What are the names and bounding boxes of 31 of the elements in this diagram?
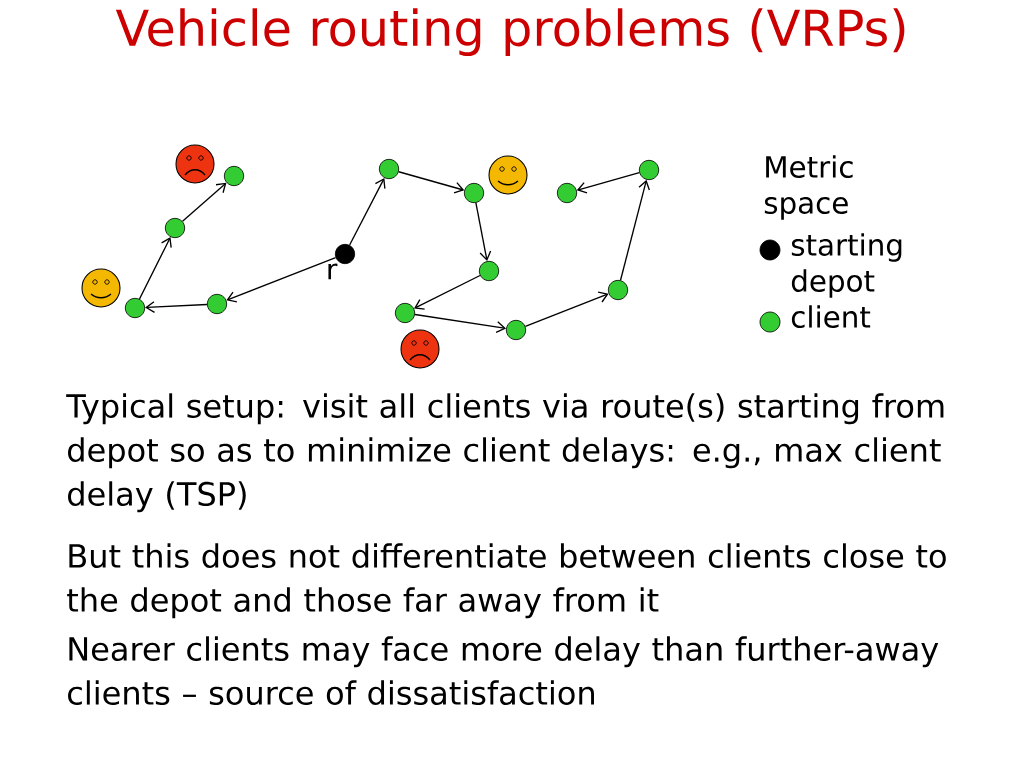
client-dot: [223, 165, 245, 187]
arrow: [524, 291, 609, 327]
arrow: [414, 274, 481, 310]
client-dot: [378, 158, 400, 180]
arrow: [181, 182, 227, 222]
arrow: [619, 179, 650, 281]
arrow: [414, 313, 507, 334]
paragraph: But this does not differentiate between clients close to the depot and those far away from it: [67, 543, 946, 619]
client-dot: [394, 302, 416, 324]
client-dot: [505, 319, 527, 341]
arrow: [576, 172, 640, 194]
arrow: [226, 257, 337, 303]
legend-label: client: [791, 305, 871, 328]
client-dot: [463, 182, 485, 204]
client-dot: [638, 159, 660, 181]
arrow: [138, 237, 172, 300]
paragraph: Typical setup: visit all clients via route(s) starting from depot so as to minimize client delays: e.g., max client delay (TSP): [66, 393, 944, 513]
client-dot: [556, 182, 578, 204]
arrow: [398, 171, 465, 194]
client-dot: [124, 297, 146, 319]
paragraph: Nearer clients may face more delay than further-away clients – source of dissatisfaction: [68, 636, 939, 706]
arrow: [145, 301, 208, 314]
arrow: [475, 202, 492, 262]
client-dot: [164, 217, 186, 239]
title: Vehicle routing problems (VRPs): [115, 8, 905, 56]
client-dot: [607, 279, 629, 301]
arrow: [348, 177, 386, 246]
client-dot: [478, 260, 500, 282]
node-label: r: [328, 263, 338, 280]
client-dot: [206, 293, 228, 315]
depot-dot: [334, 243, 356, 265]
